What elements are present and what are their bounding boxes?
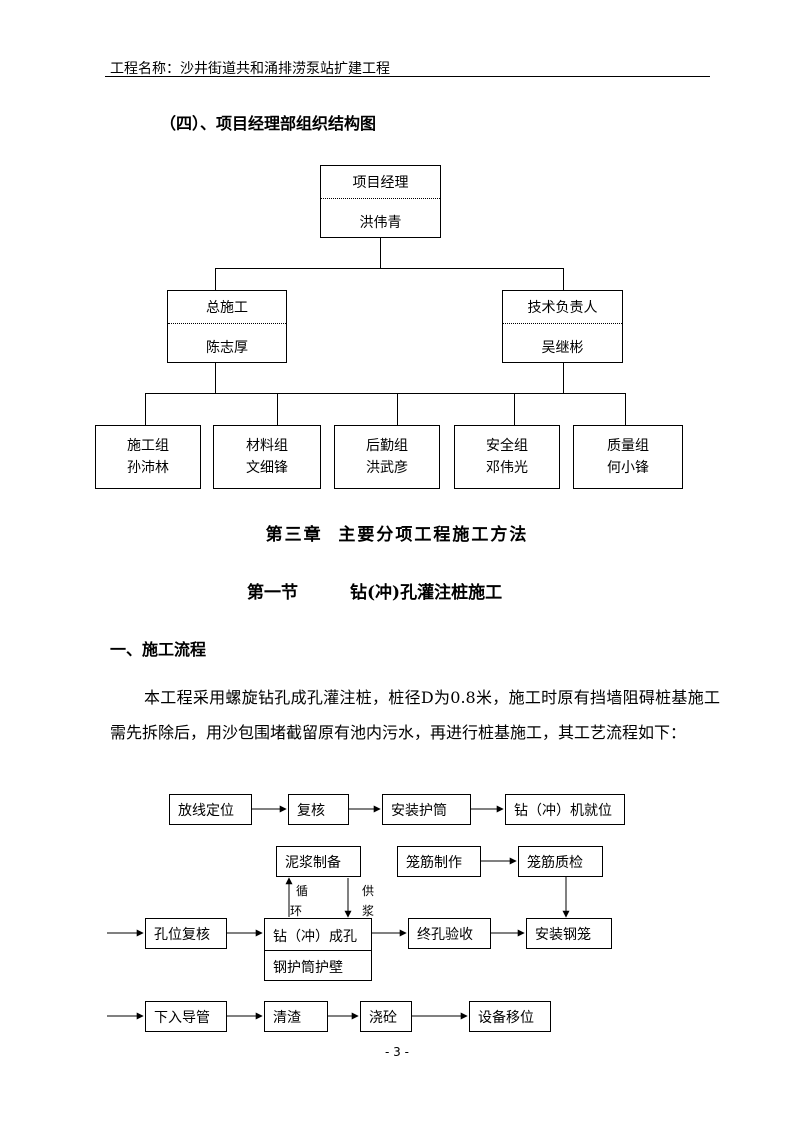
- connector: [215, 268, 564, 269]
- flow-step-slurry: 泥浆制备: [276, 846, 361, 877]
- header-divider: [105, 76, 710, 77]
- group-role: 后勤组: [366, 438, 408, 454]
- technical-lead-box: 技术负责人 吴继彬: [502, 290, 623, 363]
- flow-step-lower-pipe: 下入导管: [145, 1001, 227, 1032]
- paragraph-text: 本工程采用螺旋钻孔成孔灌注桩，桩径D为0.8米，施工时原有挡墙阻碍桩基施工需先拆…: [110, 688, 720, 742]
- org-chart-title: （四）、项目经理部组织结构图: [160, 114, 377, 133]
- manager-role: 项目经理: [352, 175, 409, 191]
- flow-step-pour: 浇砼: [360, 1001, 412, 1032]
- connector: [397, 393, 398, 426]
- connector: [215, 362, 216, 394]
- manager-box: 项目经理 洪伟青: [320, 165, 441, 238]
- dotted-divider: [321, 198, 440, 199]
- circulate-label-1: 循: [296, 884, 309, 898]
- flow-step-hole-recheck: 孔位复核: [145, 918, 227, 949]
- connector: [563, 362, 564, 394]
- group-box: 安全组 邓伟光: [454, 425, 560, 489]
- technical-lead-name: 吴继彬: [541, 340, 584, 356]
- flow-step-layout: 放线定位: [169, 794, 252, 825]
- supply-label-1: 供: [362, 884, 375, 898]
- project-name-header: 工程名称：沙井街道共和涌排涝泵站扩建工程: [110, 61, 390, 77]
- general-construction-role: 总施工: [206, 300, 248, 316]
- flow-step-drill-hole: 钻（冲）成孔: [273, 929, 357, 945]
- group-box: 质量组 何小锋: [573, 425, 683, 489]
- drill-hole-box: 钻（冲）成孔 钢护筒护壁: [264, 918, 372, 981]
- general-construction-box: 总施工 陈志厚: [167, 290, 287, 363]
- flow-step-casing-wall: 钢护筒护壁: [273, 960, 343, 976]
- flow-step-install-casing: 安装护筒: [382, 794, 471, 825]
- group-box: 施工组 孙沛林: [95, 425, 201, 489]
- group-box: 后勤组 洪武彦: [334, 425, 440, 489]
- manager-name: 洪伟青: [359, 215, 402, 231]
- box-divider: [265, 950, 371, 951]
- body-paragraph: 本工程采用螺旋钻孔成孔灌注桩，桩径D为0.8米，施工时原有挡墙阻碍桩基施工需先拆…: [110, 680, 720, 750]
- flow-step-cage-make: 笼筋制作: [397, 846, 481, 877]
- flow-step-final-hole-check: 终孔验收: [408, 918, 491, 949]
- circulate-label-2: 环: [290, 904, 303, 918]
- group-leader: 邓伟光: [486, 460, 528, 476]
- flow-step-cage-check: 笼筋质检: [518, 846, 603, 877]
- chapter-title: 第三章 主要分项工程施工方法: [265, 525, 529, 545]
- group-leader: 文细锋: [246, 460, 288, 476]
- connector: [563, 268, 564, 290]
- dotted-divider: [168, 323, 286, 324]
- group-leader: 何小锋: [607, 460, 649, 476]
- general-construction-name: 陈志厚: [206, 340, 248, 356]
- connector: [145, 393, 625, 394]
- group-box: 材料组 文细锋: [213, 425, 321, 489]
- page-number: - 3 -: [385, 1045, 409, 1059]
- flow-step-clean: 清渣: [264, 1001, 328, 1032]
- supply-label-2: 浆: [362, 904, 375, 918]
- connector: [380, 237, 381, 269]
- technical-lead-role: 技术负责人: [527, 300, 598, 316]
- connector: [514, 393, 515, 426]
- dotted-divider: [503, 323, 622, 324]
- group-leader: 孙沛林: [127, 460, 169, 476]
- connector: [145, 393, 146, 426]
- group-role: 安全组: [486, 438, 528, 454]
- section-number: 第一节: [247, 583, 298, 603]
- group-role: 材料组: [246, 438, 288, 454]
- subsection-title: 一、施工流程: [110, 640, 207, 659]
- connector: [215, 268, 216, 290]
- connector: [277, 393, 278, 426]
- flow-step-recheck: 复核: [288, 794, 349, 825]
- group-role: 质量组: [607, 438, 649, 454]
- flow-step-install-cage: 安装钢笼: [526, 918, 612, 949]
- group-role: 施工组: [127, 438, 169, 454]
- section-title: 钻(冲)孔灌注桩施工: [350, 583, 503, 603]
- flow-step-rig-in-place: 钻（冲）机就位: [505, 794, 625, 825]
- group-leader: 洪武彦: [366, 460, 408, 476]
- connector: [625, 393, 626, 426]
- flow-step-move-equipment: 设备移位: [469, 1001, 551, 1032]
